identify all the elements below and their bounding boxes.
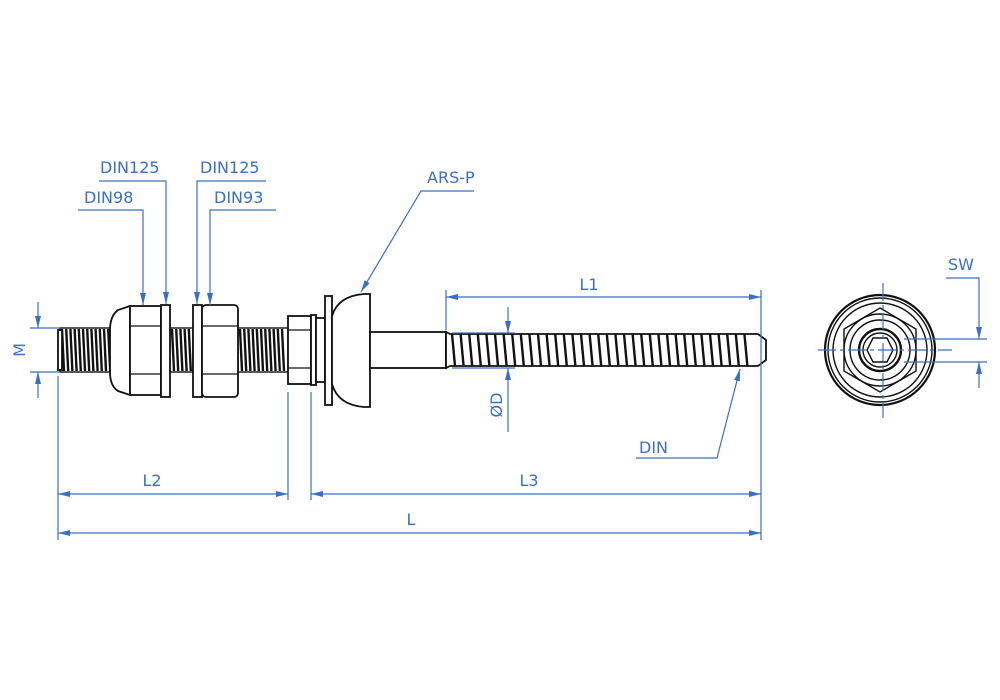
callout-din-screw-label: DIN — [639, 438, 668, 457]
dimension-l3: L3 — [310, 392, 761, 500]
dimension-d: ØD — [452, 307, 515, 432]
callout-din125-left: DIN125 — [99, 158, 169, 304]
cap-nut-din98 — [109, 304, 162, 397]
callout-din-screw: DIN — [636, 368, 741, 459]
callout-din93-label: DIN93 — [214, 188, 263, 207]
thread-end — [57, 329, 63, 371]
dimension-l2: L2 — [57, 376, 289, 540]
washer-din125-right — [192, 304, 203, 398]
anchor-end-view — [818, 283, 952, 418]
thread-left — [59, 327, 289, 373]
hex-collar — [287, 314, 326, 386]
dimension-sw: SW — [904, 255, 987, 388]
callout-ars-p: ARS-P — [360, 168, 475, 293]
thread-screw — [450, 333, 749, 367]
dimension-l2-label: L2 — [142, 471, 161, 490]
dimension-l1: L1 — [445, 275, 762, 540]
dimension-sw-label: SW — [948, 255, 974, 274]
shank — [369, 331, 447, 369]
dimension-m-label: M — [10, 343, 29, 357]
dimension-l-label: L — [407, 510, 416, 529]
nut-din93 — [201, 304, 239, 398]
sealing-washer-ars-p — [324, 293, 371, 408]
callout-din93: DIN93 — [207, 188, 276, 305]
dimension-l3-label: L3 — [519, 471, 538, 490]
callout-ars-p-label: ARS-P — [427, 168, 475, 187]
callout-din125-right: DIN125 — [194, 158, 266, 304]
anchor-side-view — [57, 293, 767, 408]
callout-din125-right-label: DIN125 — [200, 158, 260, 177]
callout-din98-label: DIN98 — [84, 188, 133, 207]
dimension-l1-label: L1 — [579, 275, 598, 294]
callout-din98: DIN98 — [78, 188, 146, 305]
dimension-m: M — [10, 302, 60, 398]
dimension-l: L — [58, 510, 761, 536]
callout-din125-left-label: DIN125 — [100, 158, 160, 177]
hex-socket — [866, 337, 894, 363]
dimension-d-label: ØD — [487, 393, 506, 418]
washer-din125-left — [160, 304, 171, 398]
